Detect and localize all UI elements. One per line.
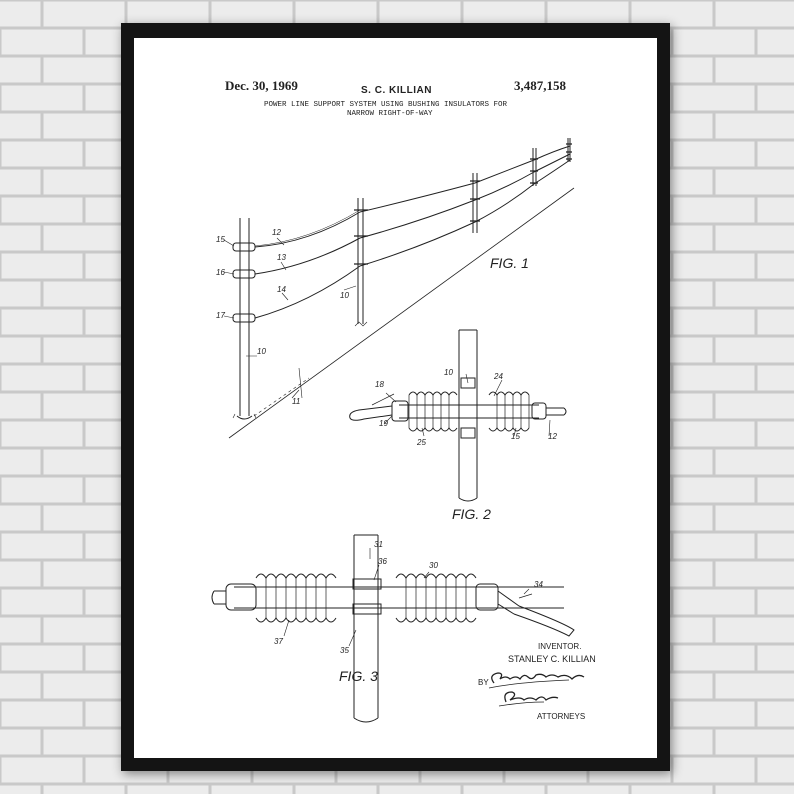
patent-date: Dec. 30, 1969 <box>225 78 298 93</box>
inventor-header: S. C. KILLIAN <box>361 85 432 96</box>
ref-34: 34 <box>534 580 543 589</box>
fig1-drawing <box>223 138 575 439</box>
fig2-label: FIG. 2 <box>452 506 491 522</box>
ref-12: 12 <box>548 432 557 441</box>
fig3-drawing <box>211 534 575 723</box>
ref-24: 24 <box>493 372 503 381</box>
ref-18: 18 <box>375 380 384 389</box>
ref-37: 37 <box>274 637 283 646</box>
ref-15: 15 <box>511 432 520 441</box>
fig3-numerals: 31 36 30 34 37 35 <box>274 540 543 655</box>
inventor-name: STANLEY C. KILLIAN <box>508 654 596 664</box>
ref-15: 15 <box>216 235 225 244</box>
ref-13: 13 <box>277 253 286 262</box>
ref-31: 31 <box>374 540 383 549</box>
ref-12: 12 <box>272 228 281 237</box>
fig3-label: FIG. 3 <box>339 668 378 684</box>
fig1-label: FIG. 1 <box>490 255 529 271</box>
ref-16: 16 <box>216 268 225 277</box>
ref-30: 30 <box>429 561 438 570</box>
ref-11: 11 <box>292 397 300 406</box>
patent-number: 3,487,158 <box>514 78 566 93</box>
patent-drawing: 15 12 16 13 17 14 10 10 11 <box>211 138 585 723</box>
by-label: BY <box>478 678 489 687</box>
fig2-drawing <box>349 329 567 502</box>
patent-title-line2: NARROW RIGHT-OF-WAY <box>347 110 433 118</box>
ref-19: 19 <box>379 419 388 428</box>
patent-title-line1: POWER LINE SUPPORT SYSTEM USING BUSHING … <box>264 101 508 109</box>
ref-17: 17 <box>216 311 225 320</box>
fig2-numerals: 10 24 18 19 25 15 12 <box>375 368 557 447</box>
ref-14: 14 <box>277 285 286 294</box>
attorneys-label: ATTORNEYS <box>537 712 586 721</box>
ref-10a: 10 <box>257 347 266 356</box>
inventor-label: INVENTOR. <box>538 642 582 651</box>
ref-10b: 10 <box>340 291 349 300</box>
ref-36: 36 <box>378 557 387 566</box>
fig1-numerals: 15 12 16 13 17 14 10 10 11 <box>216 228 349 406</box>
patent-sheet: 15 12 16 13 17 14 10 10 11 <box>134 38 657 758</box>
ref-35: 35 <box>340 646 349 655</box>
ref-25: 25 <box>416 438 426 447</box>
attorney-signature <box>488 672 585 707</box>
ref-10: 10 <box>444 368 453 377</box>
